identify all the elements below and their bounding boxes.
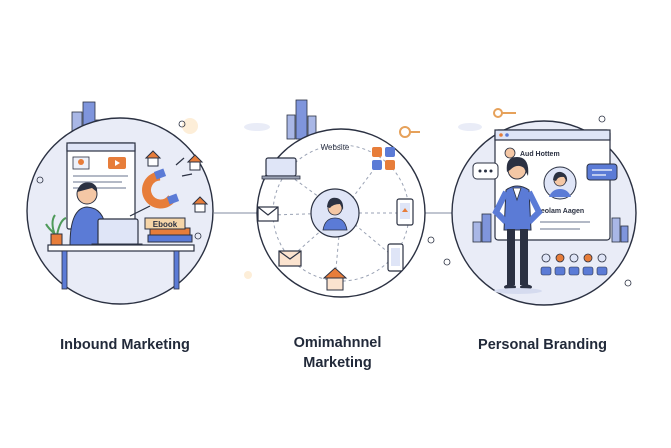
inbound-marketing-panel: Ebook xyxy=(26,101,214,305)
dot-decoration xyxy=(194,232,202,240)
inbound-marketing-caption: Inbound Marketing xyxy=(60,337,190,353)
followers-row xyxy=(540,253,608,276)
laptop-icon xyxy=(261,157,301,180)
chat-bubble-icon xyxy=(472,162,499,180)
arrow-icon xyxy=(129,205,151,217)
customer-avatar xyxy=(310,188,360,238)
cloud-decoration xyxy=(244,123,270,131)
dot-decoration xyxy=(624,279,632,287)
profile-header-label: Aud Hottem xyxy=(520,151,560,158)
personal-branding-caption: Personal Branding xyxy=(478,337,607,353)
cloud-decoration xyxy=(458,123,482,131)
ebook-stack xyxy=(144,217,193,243)
email-icon xyxy=(278,250,302,267)
dot-decoration xyxy=(36,176,44,184)
omnichannel-caption-line1: Omimahnnel xyxy=(293,335,382,351)
businesswoman-figure xyxy=(492,157,543,290)
key-icon xyxy=(493,108,516,118)
social-media-icon xyxy=(372,147,395,170)
omnichannel-marketing-caption: Omimahnnel Marketing xyxy=(250,333,425,373)
house-icon xyxy=(144,150,162,167)
omnichannel-caption-line2: Marketing xyxy=(303,355,372,371)
omnichannel-panel: Website xyxy=(244,99,435,298)
dot-decoration xyxy=(178,120,186,128)
personal-branding-panel: Aud Hottem Deolam Aagen xyxy=(443,108,637,306)
magnet-icon xyxy=(142,157,193,209)
mobile-phone-icon xyxy=(396,198,414,226)
small-avatar xyxy=(504,147,516,159)
dot-decoration xyxy=(244,271,252,279)
website-label: Website xyxy=(321,143,350,152)
city-buildings-right xyxy=(472,213,629,243)
chat-bubble-icon xyxy=(586,163,618,181)
key-icon xyxy=(399,126,420,138)
floor-shadow xyxy=(494,288,542,294)
ebook-label: Ebook xyxy=(153,220,178,229)
plant-icon xyxy=(45,214,67,246)
sun-decoration xyxy=(182,118,198,134)
city-buildings-middle xyxy=(286,99,317,140)
desk xyxy=(47,244,195,290)
house-icon xyxy=(191,196,209,213)
dot-decoration xyxy=(443,258,451,266)
house-icon xyxy=(186,154,204,171)
laptop-icon xyxy=(91,218,143,249)
store-icon xyxy=(322,267,348,291)
dot-decoration xyxy=(427,236,435,244)
profile-name-label: Deolam Aagen xyxy=(536,208,584,215)
dot-decoration xyxy=(598,115,606,123)
mobile-phone-icon xyxy=(387,243,404,272)
person-at-laptop xyxy=(69,182,107,246)
email-icon xyxy=(257,206,279,222)
